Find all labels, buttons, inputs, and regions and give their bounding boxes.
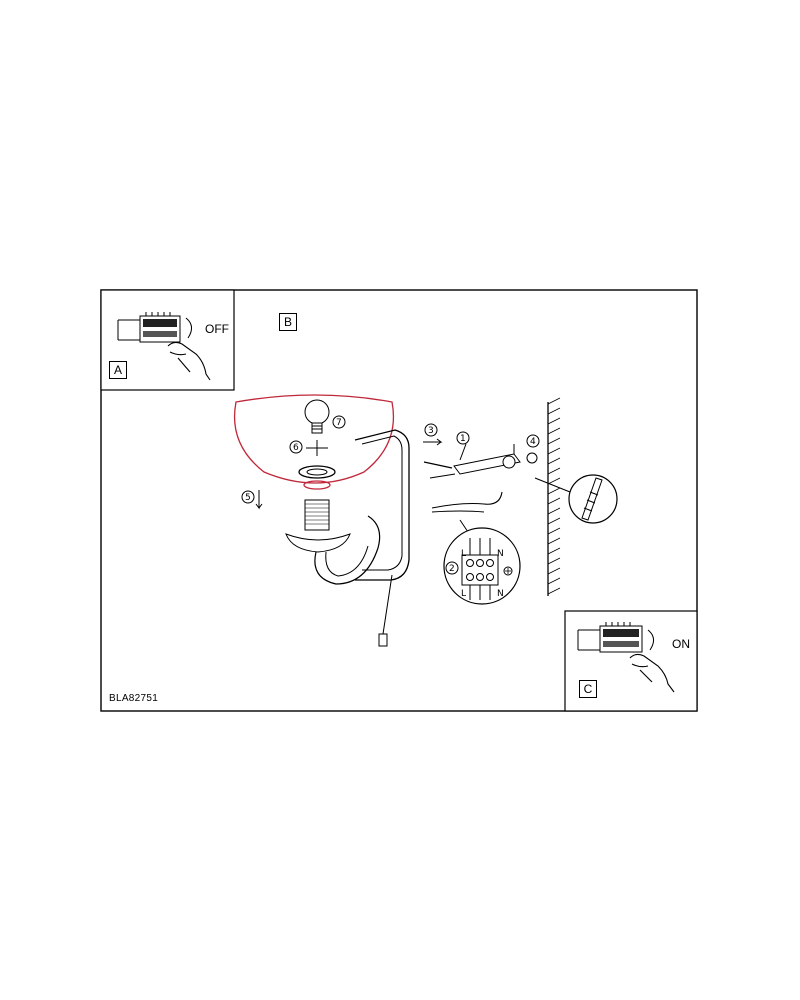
step-6-marker [289, 440, 303, 454]
light-switch-icon [117, 312, 181, 343]
step-4-marker [526, 434, 540, 448]
panel-c-letter: C [579, 680, 597, 698]
terminal-l-bottom: L [461, 589, 466, 599]
glass-shade [233, 394, 395, 490]
hand-icon [629, 653, 675, 693]
step-5-number: 5 [245, 493, 251, 503]
step-5-marker [241, 490, 255, 504]
main-frame [100, 289, 698, 712]
step-4-number: 4 [530, 437, 536, 447]
terminal-n-bottom: N [497, 589, 504, 599]
light-switch-icon [577, 622, 643, 653]
rotate-arrow-icon [185, 317, 192, 339]
step-3-marker [424, 423, 438, 437]
step-7-marker [332, 415, 346, 429]
step-1-number: 1 [460, 434, 466, 444]
mounting-bracket [423, 443, 521, 479]
lamp-arm [285, 499, 381, 585]
hand-icon [167, 341, 211, 381]
model-code: BLA82751 [109, 693, 159, 704]
switch-off-label: OFF [205, 322, 229, 336]
step-7-number: 7 [336, 418, 342, 428]
step-1-marker [456, 431, 470, 445]
arrow-icon [423, 438, 443, 446]
light-bulb-icon [304, 399, 330, 434]
switch-on-label: ON [672, 637, 690, 651]
rotate-arrow-icon [647, 629, 654, 651]
step-3-number: 3 [428, 426, 434, 436]
locking-ring [298, 465, 336, 479]
step-6-number: 6 [293, 443, 299, 453]
rotate-arrow-icon [306, 440, 328, 456]
panel-b-letter: B [279, 313, 297, 331]
terminal-n-top: N [497, 549, 504, 559]
wall-plug-icon [581, 477, 603, 521]
screw-icon [526, 452, 538, 464]
step-2-number: 2 [449, 564, 455, 574]
panel-a-letter: A [109, 361, 127, 379]
arrow-icon [255, 490, 263, 510]
wall [547, 397, 561, 596]
step-2-marker [445, 561, 459, 575]
terminal-l-top: L [461, 549, 466, 559]
mains-cable [431, 491, 503, 513]
terminal-block-icon [461, 538, 513, 600]
pull-cord [378, 633, 388, 647]
wall-plate [354, 429, 410, 581]
